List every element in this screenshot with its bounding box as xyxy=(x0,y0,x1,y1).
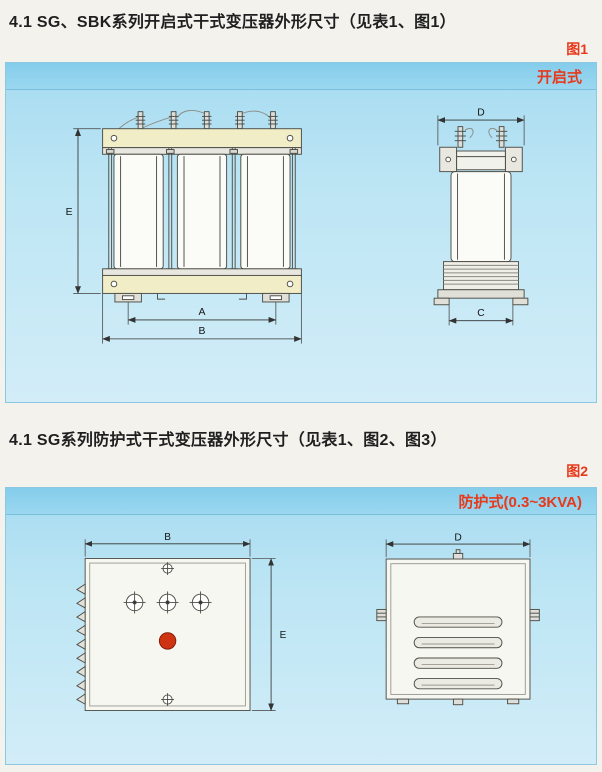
dim-b xyxy=(102,293,302,344)
bottom-clamp-base xyxy=(102,268,302,294)
coil-columns xyxy=(113,153,291,270)
fig2-front-view-drawing: B xyxy=(76,532,287,711)
fig2-side-view-drawing: D xyxy=(376,532,540,706)
dim-label-d-fig1: D xyxy=(477,107,484,118)
base-feet xyxy=(433,289,529,306)
dim-label-b-fig1: B xyxy=(199,326,206,337)
dim-e2 xyxy=(251,558,276,711)
fig1-side-view-drawing: D xyxy=(433,107,529,326)
fig1-front-view-drawing: E A B xyxy=(66,110,302,344)
feet-side xyxy=(396,698,520,705)
section-heading-2: 4.1 SG系列防护式干式变压器外形尺寸（见表1、图2、图3） xyxy=(9,432,447,449)
dim-a xyxy=(127,301,277,325)
top-clamp-assembly xyxy=(439,146,523,173)
open-type-figure-panel: 开启式 xyxy=(5,62,597,403)
panel2-body: B xyxy=(6,515,596,725)
louver-fins xyxy=(76,583,86,705)
top-bolt-side xyxy=(452,549,464,560)
dim-e xyxy=(73,128,101,294)
panel2-title: 防护式(0.3~3KVA) xyxy=(458,493,582,511)
coil-side-view xyxy=(450,171,512,263)
top-clamp-bar xyxy=(102,128,302,155)
figure1-label: 图1 xyxy=(566,41,588,57)
dim-label-e-fig1: E xyxy=(66,207,73,218)
terminal-circles xyxy=(123,591,212,614)
dim-label-b-fig2: B xyxy=(164,532,171,543)
dim-c xyxy=(448,304,514,326)
terminal-bolts-side xyxy=(454,126,508,148)
louver-slats xyxy=(413,616,503,690)
core-laminations xyxy=(443,261,519,291)
section-heading-1: 4.1 SG、SBK系列开启式干式变压器外形尺寸（见表1、图1） xyxy=(9,14,456,31)
side-bolts xyxy=(376,608,540,622)
top-bolt xyxy=(161,562,174,575)
dim-label-e-fig2: E xyxy=(280,630,287,641)
mounting-feet xyxy=(114,292,290,303)
figure2-label: 图2 xyxy=(566,463,588,479)
panel2-header: 防护式(0.3~3KVA) xyxy=(6,488,596,515)
dim-d xyxy=(437,115,525,146)
bottom-bolt xyxy=(161,693,174,706)
panel1-header: 开启式 xyxy=(6,63,596,90)
red-indicator xyxy=(158,632,177,650)
dim-label-a-fig1: A xyxy=(199,307,206,318)
dim-label-c-fig1: C xyxy=(477,308,485,319)
dim-d2 xyxy=(385,539,531,558)
panel1-body: E A B xyxy=(6,90,596,354)
dim-label-d-fig2: D xyxy=(454,532,461,543)
dim-b2 xyxy=(84,539,251,557)
hv-terminal-bolts xyxy=(135,111,278,130)
panel1-title: 开启式 xyxy=(536,68,582,86)
bottom-bolt-side xyxy=(452,698,464,706)
protected-type-figure-panel: 防护式(0.3~3KVA) B xyxy=(5,487,597,765)
